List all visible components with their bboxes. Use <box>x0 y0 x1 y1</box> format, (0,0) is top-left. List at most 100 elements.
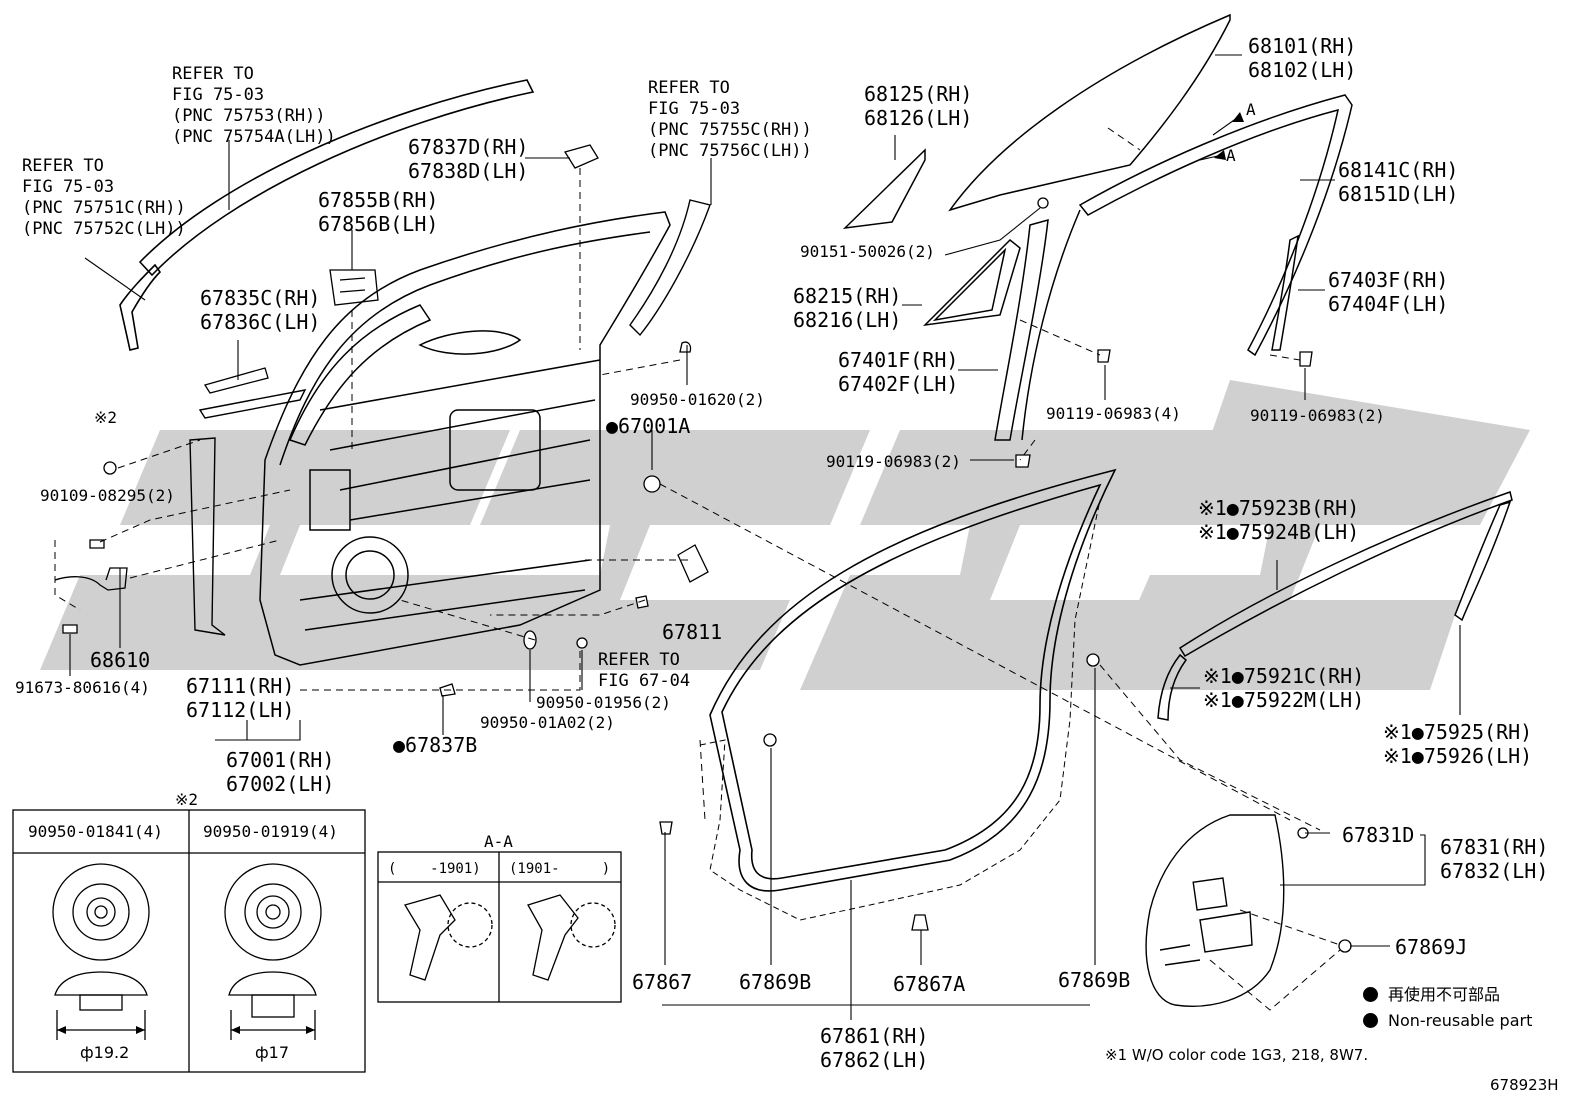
legend-line-1: 再使用不可部品 <box>1363 985 1500 1005</box>
part-67831D[interactable]: 67831D <box>1342 823 1415 847</box>
part-90119-06983-2a[interactable]: 90119-06983(2) <box>826 452 961 471</box>
part-90950-01620[interactable]: 90950-01620(2) <box>630 390 765 409</box>
part-lh: 68151D(LH) <box>1338 182 1459 206</box>
plug-67811 <box>677 544 709 583</box>
part-67837D[interactable]: 67837D(RH) 67838D(LH) <box>408 135 528 183</box>
section-aa-col2: (1901- ) <box>509 861 611 877</box>
clip-table <box>12 809 366 1073</box>
refer-line: FIG 75-03 <box>648 99 741 119</box>
rear-channel-67403F <box>1271 234 1299 351</box>
part-68125[interactable]: 68125(RH) 68126(LH) <box>864 82 972 130</box>
refer-line: REFER TO <box>172 64 254 84</box>
part-67811[interactable]: 67811 <box>662 620 723 644</box>
part-lh: 67832(LH) <box>1440 859 1549 883</box>
non-reusable-dot-icon <box>1363 1013 1378 1028</box>
fasteners <box>62 197 1352 953</box>
clip-table-col1[interactable]: 90950-01841(4) <box>28 822 163 841</box>
part-lh: 67838D(LH) <box>408 159 529 183</box>
part-67869B-left[interactable]: 67869B <box>739 970 812 994</box>
refer-line: (PNC 75753(RH)) <box>172 106 326 126</box>
part-90119-06983-4[interactable]: 90119-06983(4) <box>1046 404 1181 423</box>
part-67403F[interactable]: 67403F(RH) 67404F(LH) <box>1328 268 1448 316</box>
part-rh: 68141C(RH) <box>1338 158 1459 182</box>
part-rh: 67111(RH) <box>186 674 295 698</box>
weatherstrip-guide <box>699 499 1101 921</box>
part-90109-08295[interactable]: 90109-08295(2) <box>40 486 175 505</box>
section-arrow-label-2: A <box>1226 146 1236 165</box>
part-67401F[interactable]: 67401F(RH) 67402F(LH) <box>838 348 958 396</box>
part-67867A[interactable]: 67867A <box>893 972 966 996</box>
clip-dim-1: ф19.2 <box>80 1043 130 1062</box>
part-90119-06983-2b[interactable]: 90119-06983(2) <box>1250 406 1385 425</box>
part-91673-80616[interactable]: 91673-80616(4) <box>15 678 150 697</box>
refer-line: REFER TO <box>598 650 680 670</box>
division-bar <box>994 209 1081 441</box>
clip-dim-arrows <box>57 1026 315 1034</box>
belt-moldings <box>1157 491 1513 721</box>
part-75925[interactable]: ※1●75925(RH) ※1●75926(LH) <box>1383 720 1532 768</box>
part-rh: 68215(RH) <box>793 284 902 308</box>
part-68101[interactable]: 68101(RH) 68102(LH) <box>1248 34 1356 82</box>
brackets <box>54 144 599 591</box>
refer-line: (PNC 75751C(RH)) <box>22 198 186 218</box>
part-lh: 67856B(LH) <box>318 212 439 236</box>
corner-piece-68215 <box>922 238 1021 327</box>
part-68610[interactable]: 68610 <box>90 648 151 672</box>
part-67111[interactable]: 67111(RH) 67112(LH) <box>186 674 294 722</box>
part-lh: 67404F(LH) <box>1328 292 1449 316</box>
legend-text: 再使用不可部品 <box>1388 985 1501 1004</box>
part-90950-01A02[interactable]: 90950-01A02(2) <box>480 713 615 732</box>
part-75921C[interactable]: ※1●75921C(RH) ※1●75922M(LH) <box>1203 664 1364 712</box>
part-67837B[interactable]: ●67837B <box>393 733 478 757</box>
refer-line: REFER TO <box>648 78 730 98</box>
part-90151-50026[interactable]: 90151-50026(2) <box>800 242 935 261</box>
part-lh: ※1●75922M(LH) <box>1203 688 1365 712</box>
part-rh: ※1●75923B(RH) <box>1198 496 1360 520</box>
refer-line: (PNC 75754A(LH)) <box>172 127 336 147</box>
section-arrow-label-1: A <box>1246 100 1256 119</box>
part-67869J[interactable]: 67869J <box>1395 935 1468 959</box>
part-lh: 68102(LH) <box>1248 58 1357 82</box>
part-rh: 67837D(RH) <box>408 135 529 159</box>
footnote: ※1 W/O color code 1G3, 218, 8W7. <box>1105 1046 1369 1064</box>
clip-table-col2[interactable]: 90950-01919(4) <box>203 822 338 841</box>
refer-line: FIG 75-03 <box>22 177 115 197</box>
part-67855B[interactable]: 67855B(RH) 67856B(LH) <box>318 188 438 236</box>
part-lh: 67112(LH) <box>186 698 295 722</box>
section-aa-col1: ( -1901) <box>388 861 481 877</box>
part-rh: 67855B(RH) <box>318 188 439 212</box>
part-lh: 67002(LH) <box>226 772 335 796</box>
part-rh: 67831(RH) <box>1440 835 1549 859</box>
door-glass <box>948 13 1231 212</box>
refer-line: (PNC 75752C(LH)) <box>22 219 186 239</box>
legend-line-2: Non-reusable part <box>1363 1011 1532 1031</box>
quarter-glass <box>842 148 926 230</box>
part-67869B-right[interactable]: 67869B <box>1058 968 1131 992</box>
legend-text: Non-reusable part <box>1388 1011 1533 1030</box>
refer-note-pillar: REFER TO FIG 75-03 (PNC 75755C(RH)) (PNC… <box>648 78 812 162</box>
part-67867[interactable]: 67867 <box>632 970 693 994</box>
part-rh: 67861(RH) <box>820 1024 929 1048</box>
part-67861[interactable]: 67861(RH) 67862(LH) <box>820 1024 928 1072</box>
part-90950-01956[interactable]: 90950-01956(2) <box>536 693 671 712</box>
part-67001[interactable]: 67001(RH) 67002(LH) <box>226 748 334 796</box>
section-arrows <box>1214 112 1244 160</box>
non-reusable-dot-icon <box>1363 987 1378 1002</box>
part-67835C[interactable]: 67835C(RH) 67836C(LH) <box>200 286 320 334</box>
part-67831[interactable]: 67831(RH) 67832(LH) <box>1440 835 1548 883</box>
weatherstrip-67861 <box>709 468 1117 892</box>
part-68141C[interactable]: 68141C(RH) 68151D(LH) <box>1338 158 1458 206</box>
part-lh: 67836C(LH) <box>200 310 321 334</box>
clip-table-note: ※2 <box>175 790 199 809</box>
part-67001A[interactable]: ●67001A <box>606 414 691 438</box>
part-rh: 68125(RH) <box>864 82 973 106</box>
note-mark-2: ※2 <box>94 408 118 427</box>
glass-run-channel <box>1078 94 1353 357</box>
refer-line: REFER TO <box>22 156 104 176</box>
part-75923B[interactable]: ※1●75923B(RH) ※1●75924B(LH) <box>1198 496 1359 544</box>
part-68215[interactable]: 68215(RH) 68216(LH) <box>793 284 901 332</box>
refer-line: (PNC 75756C(LH)) <box>648 141 812 161</box>
refer-note-frame-lower: REFER TO FIG 75-03 (PNC 75751C(RH)) (PNC… <box>22 156 186 240</box>
b-pillar-garnish <box>629 199 711 337</box>
